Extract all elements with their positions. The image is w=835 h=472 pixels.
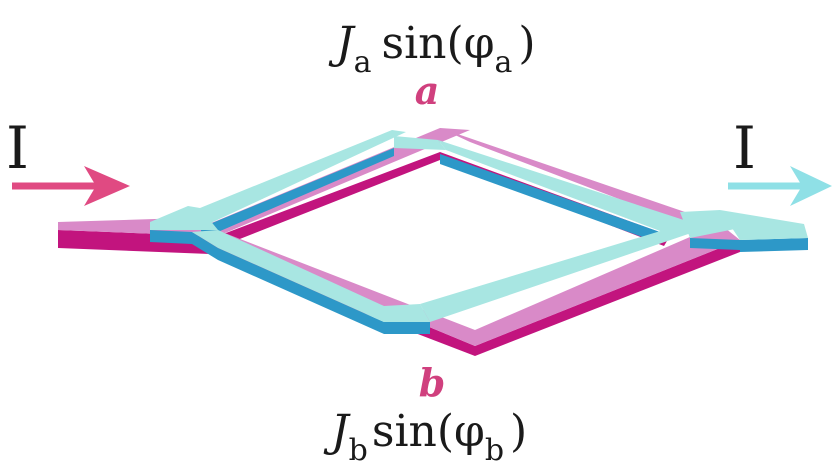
current-label-out: I (733, 114, 756, 182)
branch-label-b: b (419, 360, 446, 405)
top-formula-close: ) (518, 18, 535, 69)
arrow-in-icon (12, 166, 130, 206)
bottom-formula-close: ) (510, 406, 527, 457)
bottom-formula-J: J (323, 406, 351, 457)
top-formula-sin: sin(φ (382, 18, 495, 69)
arrow-out-icon (728, 166, 832, 206)
top-formula-J-subscript: a (354, 45, 372, 80)
cyan-superconductor-ring (150, 130, 808, 334)
current-label-in: I (6, 114, 29, 182)
bottom-formula-sin: sin(φ (372, 406, 485, 457)
top-formula-phi-subscript: a (495, 45, 513, 80)
bottom-current-formula: Jbsin(φb) (323, 406, 527, 468)
bottom-formula-J-subscript: b (349, 433, 368, 468)
branch-label-a: a (415, 68, 440, 113)
bottom-formula-phi-subscript: b (485, 433, 504, 468)
top-formula-J: J (328, 18, 356, 69)
